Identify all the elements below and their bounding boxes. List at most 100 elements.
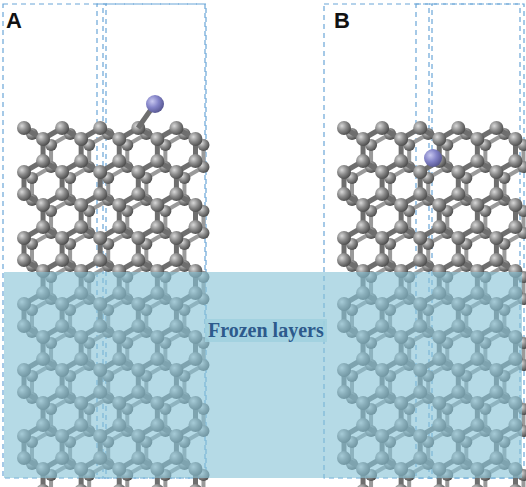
carbon-atom [413,121,427,135]
carbon-atom [508,220,522,234]
carbon-atom [112,154,126,168]
adatom [138,95,442,167]
carbon-atom [17,121,31,135]
carbon-atom [375,253,389,267]
frozen-band: Frozen layers [4,272,522,478]
carbon-atom [74,484,88,487]
carbon-atom [432,484,446,487]
carbon-atom [432,220,446,234]
carbon-atom [74,198,88,212]
carbon-atom [17,231,31,245]
carbon-atom [451,187,465,201]
cell-outline [3,4,524,478]
carbon-atom [17,165,31,179]
carbon-atom [489,253,503,267]
carbon-atom [489,187,503,201]
carbon-atom [337,253,351,267]
carbon-atom [470,132,484,146]
carbon-atom [112,484,126,487]
carbon-atom [356,198,370,212]
carbon-atom [36,220,50,234]
carbon-atom [188,220,202,234]
carbon-atom [74,154,88,168]
nitrogen-atom [146,95,164,113]
carbon-atom [508,198,522,212]
carbon-atom [489,121,503,135]
carbon-atom [394,220,408,234]
carbon-atom [17,187,31,201]
carbon-atom [93,187,107,201]
carbon-atom [470,154,484,168]
carbon-atom [337,187,351,201]
carbon-atom [394,132,408,146]
carbon-atom [451,121,465,135]
carbon-atom [112,220,126,234]
carbon-atom [36,198,50,212]
carbon-atom [93,121,107,135]
carbon-atom [394,154,408,168]
carbon-atom [375,231,389,245]
carbon-atom [150,132,164,146]
carbon-atom [394,484,408,487]
carbon-atom [74,132,88,146]
carbon-atom [470,484,484,487]
carbon-atom [375,187,389,201]
carbon-atom [55,187,69,201]
carbon-atom [356,154,370,168]
carbon-atom [150,220,164,234]
carbon-atom [188,484,202,487]
panel-letter: B [334,8,350,34]
carbon-atom [413,165,427,179]
carbon-atom [131,231,145,245]
carbon-atom [337,121,351,135]
carbon-atom [169,187,183,201]
band-label: Frozen layers [205,319,327,342]
carbon-atom [188,132,202,146]
carbon-atom [375,165,389,179]
carbon-atom [131,253,145,267]
carbon-atom [93,253,107,267]
carbon-atom [36,154,50,168]
carbon-atom [508,154,522,168]
carbon-atom [413,187,427,201]
carbon-atom [413,253,427,267]
carbon-atom [432,132,446,146]
carbon-atom [36,484,50,487]
carbon-atom [337,231,351,245]
carbon-atom [356,220,370,234]
carbon-atom [17,253,31,267]
carbon-atom [150,198,164,212]
carbon-atom [394,198,408,212]
carbon-atom [93,231,107,245]
carbon-atom [508,484,522,487]
carbon-atom [508,132,522,146]
carbon-atom [375,121,389,135]
panel-letter: A [6,8,22,34]
carbon-atom [169,165,183,179]
carbon-atom [169,253,183,267]
carbon-atom [188,198,202,212]
carbon-atom [131,165,145,179]
carbon-atom [112,132,126,146]
nitrogen-atom [424,149,442,167]
carbon-atom [188,154,202,168]
carbon-atom [55,165,69,179]
carbon-atom [74,220,88,234]
carbon-atom [356,132,370,146]
carbon-atom [36,132,50,146]
carbon-atom [489,165,503,179]
carbon-atom [432,198,446,212]
carbon-atom [55,253,69,267]
carbon-atom [131,187,145,201]
carbon-atom [169,121,183,135]
carbon-atom [150,154,164,168]
carbon-atom [451,231,465,245]
carbon-atom [112,198,126,212]
carbon-atom [451,253,465,267]
carbon-atom [470,220,484,234]
carbon-atom [150,484,164,487]
carbon-atom [55,231,69,245]
carbon-atom [451,165,465,179]
carbon-atom [413,231,427,245]
